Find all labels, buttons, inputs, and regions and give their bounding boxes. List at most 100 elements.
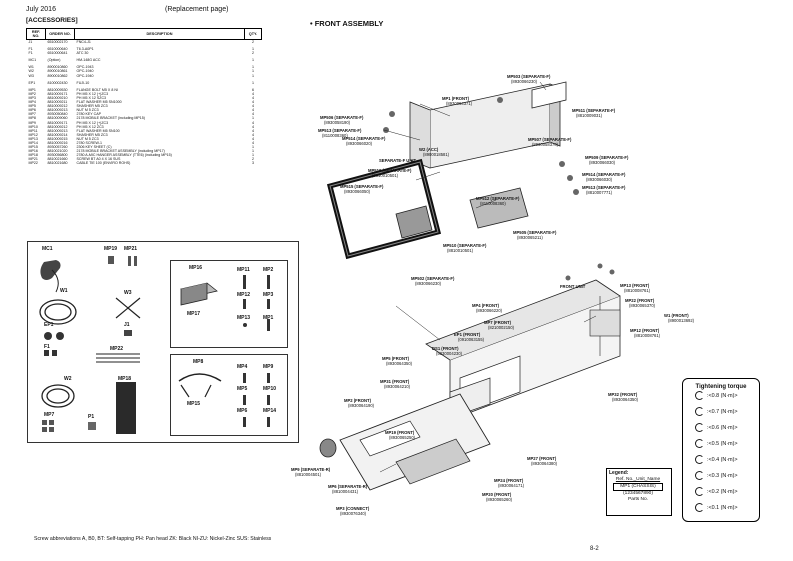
table-cell-desc: 2780 SCREW-1 [76,140,103,145]
table-cell-order: 8810009211 [47,100,68,105]
callout-part-number: (5030004230) [436,351,463,356]
callout-part-number: (8930066230) [511,79,538,84]
label-mp5: MP5 [237,386,248,392]
callout-ref: MP509 (SEPARATE-F) [585,155,629,160]
accessories-illustration-panel: MC1 MP19 MP21 W1 W3 EP1 J1 F1 MP22 W2 MP… [27,241,299,443]
label-ep1: EP1 [44,322,54,328]
torque-arrow-icon [695,423,704,432]
callout-part-number: (8930065250) [389,435,416,440]
part-callout: MP512 (SEPARATE-F)(8110008360) [476,196,519,206]
callout-ref: MP20 (FRONT) [482,492,512,497]
table-cell-order: 8810009212 [47,124,68,129]
table-cell-ref: F1 [28,51,33,56]
callout-part-number: (0910063155) [458,337,485,342]
table-cell-desc: NUT M 5 ZC3 [76,108,99,113]
callout-ref: MP27 (FRONT) [527,456,557,461]
torque-arrow-icon [695,391,704,400]
table-cell-order: (Option) [47,58,61,63]
table-cell-qty: 4 [252,132,254,137]
legend-line-1: Ref. No._Unit_Name [615,477,661,482]
table-cell-desc: FLANGE BOLT M5 X 8 NI [76,87,118,92]
table-cell-qty: 1 [252,80,254,85]
table-cell-qty: 1 [252,149,254,154]
callout-ref: MP505 (SEPARATE-F) [513,230,557,235]
label-w2: W2 [64,376,72,382]
legend-box: Legend: Ref. No._Unit_Name MP1 (CHASSIS)… [606,468,672,516]
part-callout: MP2 (FRONT)(8930064190) [344,398,374,408]
callout-ref: FRONT UNIT [560,284,586,289]
table-cell-desc: SHASHER M5 ZC3 [76,104,108,109]
table-cell-desc: FUJI-10 [76,80,90,85]
label-mp13: MP13 [237,315,251,321]
front-assembly-title: • FRONT ASSEMBLY [310,19,384,28]
part-callout: MP514 (SEPARATE-F)(8930066030) [582,172,625,182]
table-cell-qty: 1 [252,116,254,121]
table-cell-ref: MP5 [28,104,36,109]
table-cell-qty: 4 [252,108,254,113]
table-cell-order: 8810009214 [47,132,68,137]
table-cell-qty: 1 [252,73,254,78]
table-cell-desc: PH M5 X 12 (+)ZC3 [76,120,109,125]
part-callout: MP32 (FRONT)(8930064350) [608,392,638,402]
table-cell-qty: 4 [252,136,254,141]
torque-arrow-icon [695,471,704,480]
torque-arrow-icon [695,455,704,464]
callout-ref: MP511 (SEPARATE-F) [572,108,616,113]
callout-ref: MP3 (CONNECT) [336,506,370,511]
part-callout: MP19 (FRONT)(8930065250) [385,430,415,440]
callout-part-number: (8810008761) [634,333,661,338]
part-callout: MP13 (FRONT)(8810008761) [620,283,650,293]
callout-ref: MP2 (FRONT) [344,398,371,403]
table-cell-ref: MP1 [28,87,36,92]
callout-ref: MP24 (FRONT) [494,478,524,483]
label-mp11: MP11 [237,267,250,273]
callout-ref: W1 (FRONT) [664,313,689,318]
torque-arrow-icon [695,503,704,512]
part-callout: MP507 (SEPARATE-F)(8930058370) [528,137,571,147]
label-mp4: MP4 [237,364,248,370]
table-cell-desc: HM-148G ACC [76,58,101,63]
part-callout: MP511 (SEPARATE-F)(8810009031) [572,108,615,118]
page-date: July 2016 [26,6,56,13]
table-cell-qty: 1 [252,69,254,74]
label-w3: W3 [124,290,132,296]
part-callout: MP515 (SEPARATE-F)(8930066050) [340,184,383,194]
table-cell-desc: OPC-1940 [76,69,94,74]
part-callout: MP27 (FRONT)(8930064380) [527,456,557,466]
label-mp2: MP2 [263,267,274,273]
part-callout: MP1 (FRONT)(8930064371) [442,96,472,106]
callout-part-number: (8930064210) [384,384,411,389]
table-cell-desc: FLAT WASHER M5 SN1000 [76,100,122,105]
torque-value: :<0.4 (N·m)> [707,456,738,463]
table-cell-ref: MP12 [28,132,38,137]
table-cell-qty: 4 [252,112,254,117]
table-cell-ref: F1 [28,47,33,52]
callout-part-number: (8930066230) [415,281,442,286]
callout-part-number: (8810008761) [624,288,651,293]
part-callout: FRONT UNIT [560,284,585,289]
table-cell-order: 8900010862 [47,73,68,78]
label-mp9: MP9 [263,364,274,370]
callout-part-number: (8930064371) [446,101,473,106]
legend-title: Legend: [609,470,629,476]
table-cell-desc: OPC-1940 [76,73,94,78]
table-cell-order: 8810009213 [47,128,68,133]
callout-ref: MP9 (SEPARATE-R) [291,467,331,472]
callout-ref: MP510 (SEPARATE-F) [443,243,487,248]
table-cell-order: 8900010860 [47,65,68,70]
col-description: DESCRIPTION [74,28,245,40]
legend-line-3: (1234567890) [623,491,653,496]
label-mp18: MP18 [118,376,132,382]
table-cell-order: 8900010861 [47,69,68,74]
part-callout: MP506 (SEPARATE-F)(8930058190) [320,115,363,125]
table-cell-desc: 2178 MOBILE BRACKET (including MP15) [76,116,145,121]
